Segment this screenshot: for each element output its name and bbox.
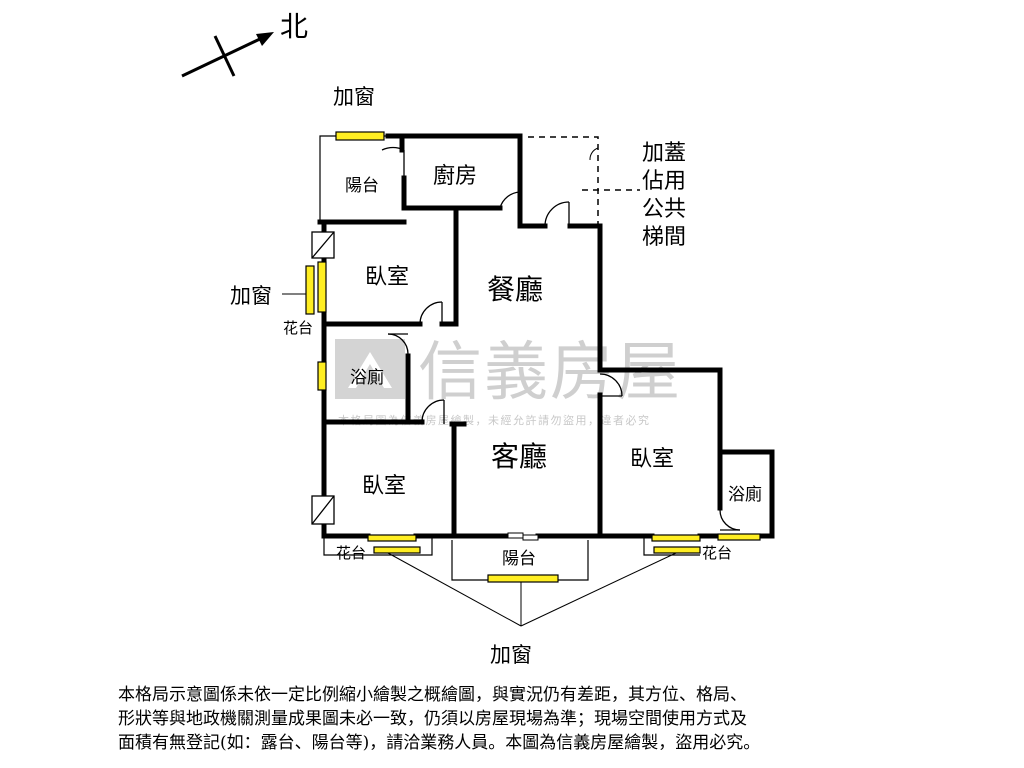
balcony-label: 陽台 [345, 176, 379, 196]
stair-note: 加蓋 佔用 公共 梯間 [642, 141, 686, 250]
planter-label: 花台 [702, 544, 732, 562]
dining-room-label: 餐廳 [487, 273, 543, 306]
window-callout-label: 加窗 [490, 643, 532, 667]
stair-door-swing-icon [589, 147, 599, 161]
bathroom-label: 浴廁 [350, 367, 384, 388]
window-callout-label: 加窗 [230, 284, 272, 308]
disclaimer-line: 本格局示意圖係未依一定比例縮小繪製之概繪圖，與實況仍有差距，其方位、格局、 [118, 685, 747, 705]
balcony-sliding-door [507, 532, 539, 541]
disclaimer-line: 形狀等與地政機關測量成果圖未必一致，仍須以房屋現場為準；現場空間使用方式及 [118, 709, 747, 729]
window-callout-label: 加窗 [333, 85, 375, 109]
disclaimer-note: 本格局示意圖係未依一定比例縮小繪製之概繪圖，與實況仍有差距，其方位、格局、 形狀… [118, 683, 918, 755]
floor-plan: 北 信義房屋 本格局圖為信義房屋繪製，未經允許請勿盜用，違者必究 [181, 10, 775, 667]
bedroom-label: 臥室 [362, 474, 406, 499]
north-label: 北 [280, 10, 308, 43]
stair-note-line: 梯間 [642, 225, 686, 250]
living-room-label: 客廳 [491, 440, 547, 473]
pillars [311, 231, 335, 525]
bedroom-label: 臥室 [365, 265, 409, 290]
bedroom-label: 臥室 [630, 447, 674, 472]
windows [305, 131, 761, 583]
disclaimer-line: 面積有無登記(如：露台、陽台等)，請洽業務人員。本圖為信義房屋繪製，盜用必究。 [118, 733, 761, 753]
stair-note-line: 加蓋 [642, 141, 686, 166]
stair-note-line: 公共 [642, 197, 686, 222]
north-arrow-icon [181, 32, 274, 78]
stair-note-line: 佔用 [642, 169, 686, 194]
bathroom-label: 浴廁 [728, 484, 762, 505]
planter-label: 花台 [336, 544, 366, 562]
door-swing-icons [381, 146, 741, 531]
balcony-label: 陽台 [502, 549, 536, 569]
callout-lines [282, 293, 677, 627]
watermark-logo-icon [335, 339, 405, 399]
kitchen-label: 廚房 [433, 164, 477, 189]
watermark-brand: 信義房屋 [418, 336, 682, 410]
stair-area-outline [528, 136, 640, 226]
planter-label: 花台 [283, 319, 313, 337]
